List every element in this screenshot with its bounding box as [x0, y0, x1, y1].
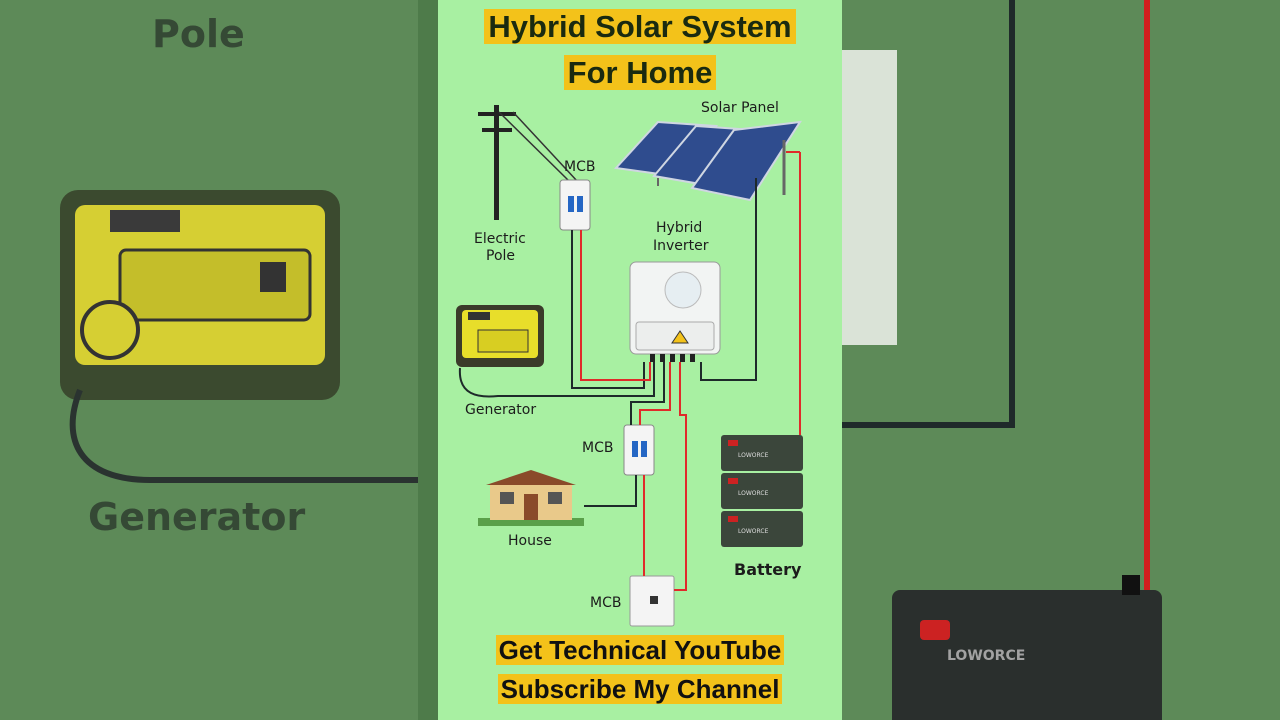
- footer-text-1: Get Technical YouTube: [495, 635, 785, 665]
- footer-line-2: Subscribe My Channel: [438, 674, 842, 705]
- house-icon: [478, 470, 584, 526]
- electric-pole-label-2: Pole: [486, 248, 516, 264]
- bottom-mcb-box-icon: [629, 575, 675, 627]
- diagram-title-2: For Home: [438, 54, 842, 91]
- hybrid-inverter-label-2: Inverter: [653, 238, 709, 254]
- hybrid-inverter-icon: [629, 261, 721, 362]
- house-mcb-label: MCB: [582, 440, 614, 456]
- background-right: LOWORCE: [842, 0, 1280, 720]
- title-line-1: Hybrid Solar System: [484, 9, 796, 44]
- house-label: House: [508, 533, 552, 549]
- generator-icon: [456, 305, 544, 367]
- title-line-2: For Home: [563, 55, 717, 90]
- hybrid-inverter-label-1: Hybrid: [656, 220, 703, 236]
- diagram-panel: Hybrid Solar System For Home: [438, 0, 842, 720]
- battery-brand-1: LOWORCE: [738, 452, 769, 459]
- bg-generator-illustration: [60, 0, 438, 720]
- bottom-mcb-label: MCB: [590, 595, 622, 611]
- pole-mcb-label: MCB: [564, 159, 596, 175]
- solar-panel-label: Solar Panel: [701, 100, 779, 116]
- bg-battery-illustration: [842, 0, 1162, 720]
- battery-brand-3: LOWORCE: [738, 528, 769, 535]
- bg-battery-brand: LOWORCE: [947, 648, 1026, 664]
- battery-bank-icon: LOWORCE LOWORCE LOWORCE: [721, 435, 803, 547]
- wiring-diagram: LOWORCE LOWORCE LOWORCE: [456, 105, 803, 627]
- battery-label: Battery: [734, 560, 802, 579]
- bg-pole-label: Pole: [152, 12, 245, 56]
- house-mcb-icon: [623, 424, 655, 476]
- bg-generator-label: Generator: [88, 495, 306, 539]
- wiring: [458, 151, 801, 591]
- battery-brand-2: LOWORCE: [738, 490, 769, 497]
- background-left: Pole Generator: [0, 0, 438, 720]
- footer-text-2: Subscribe My Channel: [497, 674, 783, 704]
- solar-panel-icon: [613, 120, 802, 202]
- electric-pole-label-1: Electric: [474, 231, 526, 247]
- electric-pole-icon: [478, 105, 579, 220]
- pole-mcb-icon: [559, 179, 591, 231]
- generator-label: Generator: [465, 402, 537, 418]
- diagram-title: Hybrid Solar System: [438, 8, 842, 45]
- footer-line-1: Get Technical YouTube: [438, 635, 842, 666]
